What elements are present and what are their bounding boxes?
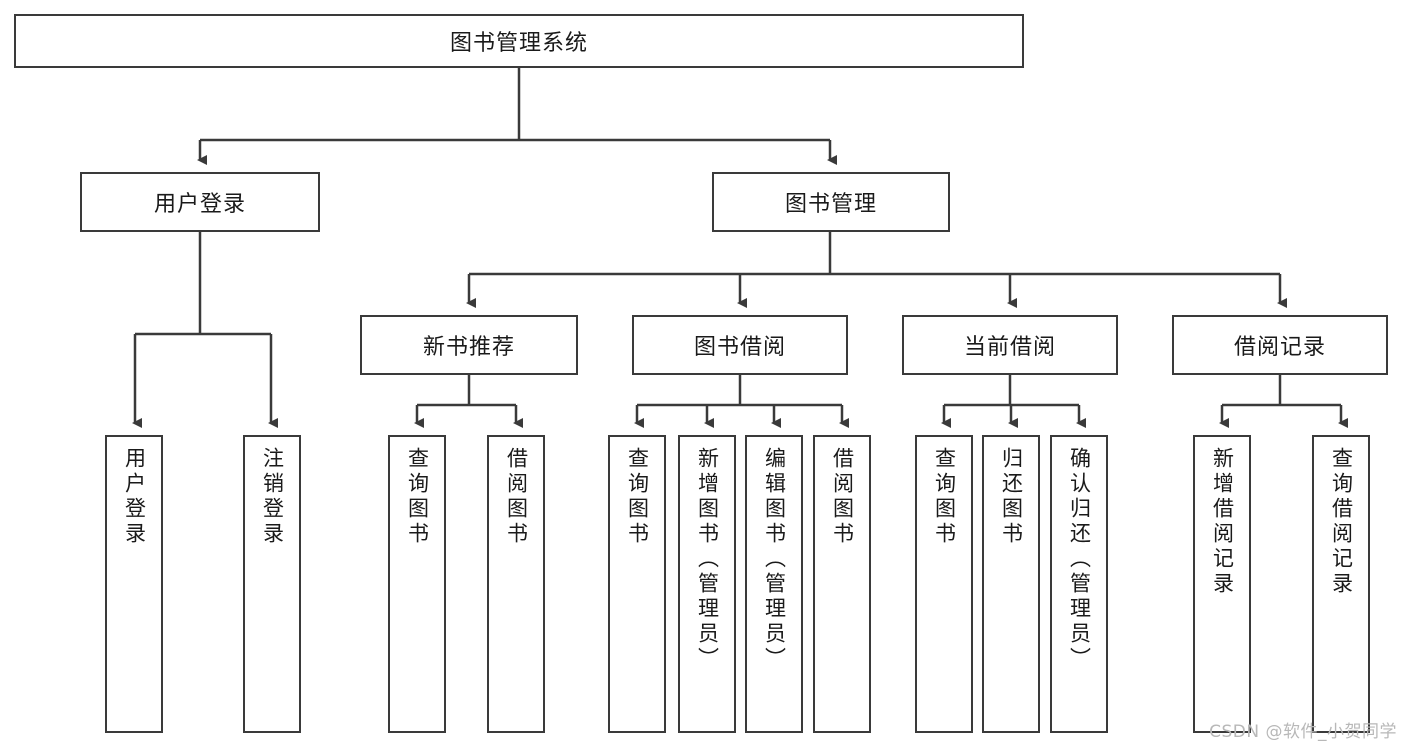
node-user-login-label: 用户登录 [153,192,246,217]
node-leaf-logout-label: 注销登录 [260,447,285,547]
node-leaf-confirm-return[interactable]: 确认归还（管理员） [1050,435,1108,733]
node-leaf-add-record-label: 新增借阅记录 [1210,447,1235,597]
node-leaf-return-book[interactable]: 归还图书 [982,435,1040,733]
node-book-borrow-label: 图书借阅 [693,335,786,360]
watermark-text: CSDN @软件_小贺同学 [1209,722,1397,742]
node-new-book-rec[interactable]: 新书推荐 [360,315,578,375]
node-leaf-user-login-label: 用户登录 [122,447,147,547]
node-leaf-confirm-return-label: 确认归还（管理员） [1067,447,1092,672]
node-book-manage-label: 图书管理 [784,192,877,217]
node-root-label: 图书管理系统 [449,31,588,56]
node-leaf-query-record-label: 查询借阅记录 [1329,447,1354,597]
node-leaf-borrow-book-2-label: 借阅图书 [830,447,855,547]
node-user-login[interactable]: 用户登录 [80,172,320,232]
node-leaf-query-book-1-label: 查询图书 [405,447,430,547]
node-leaf-query-book-2[interactable]: 查询图书 [608,435,666,733]
node-leaf-return-book-label: 归还图书 [999,447,1024,547]
node-book-borrow[interactable]: 图书借阅 [632,315,848,375]
node-leaf-logout[interactable]: 注销登录 [243,435,301,733]
node-leaf-user-login[interactable]: 用户登录 [105,435,163,733]
node-leaf-query-book-2-label: 查询图书 [625,447,650,547]
node-new-book-rec-label: 新书推荐 [422,335,515,360]
node-leaf-edit-book[interactable]: 编辑图书（管理员） [745,435,803,733]
node-leaf-add-book[interactable]: 新增图书（管理员） [678,435,736,733]
node-leaf-query-record[interactable]: 查询借阅记录 [1312,435,1370,733]
node-leaf-query-book-3[interactable]: 查询图书 [915,435,973,733]
node-borrow-record[interactable]: 借阅记录 [1172,315,1388,375]
node-leaf-borrow-book-1[interactable]: 借阅图书 [487,435,545,733]
node-leaf-borrow-book-2[interactable]: 借阅图书 [813,435,871,733]
node-leaf-add-book-label: 新增图书（管理员） [695,447,720,672]
node-leaf-query-book-3-label: 查询图书 [932,447,957,547]
node-book-manage[interactable]: 图书管理 [712,172,950,232]
node-leaf-edit-book-label: 编辑图书（管理员） [762,447,787,672]
node-current-borrow[interactable]: 当前借阅 [902,315,1118,375]
node-leaf-borrow-book-1-label: 借阅图书 [504,447,529,547]
node-leaf-add-record[interactable]: 新增借阅记录 [1193,435,1251,733]
node-current-borrow-label: 当前借阅 [963,335,1056,360]
node-root[interactable]: 图书管理系统 [14,14,1024,68]
node-borrow-record-label: 借阅记录 [1233,335,1326,360]
node-leaf-query-book-1[interactable]: 查询图书 [388,435,446,733]
